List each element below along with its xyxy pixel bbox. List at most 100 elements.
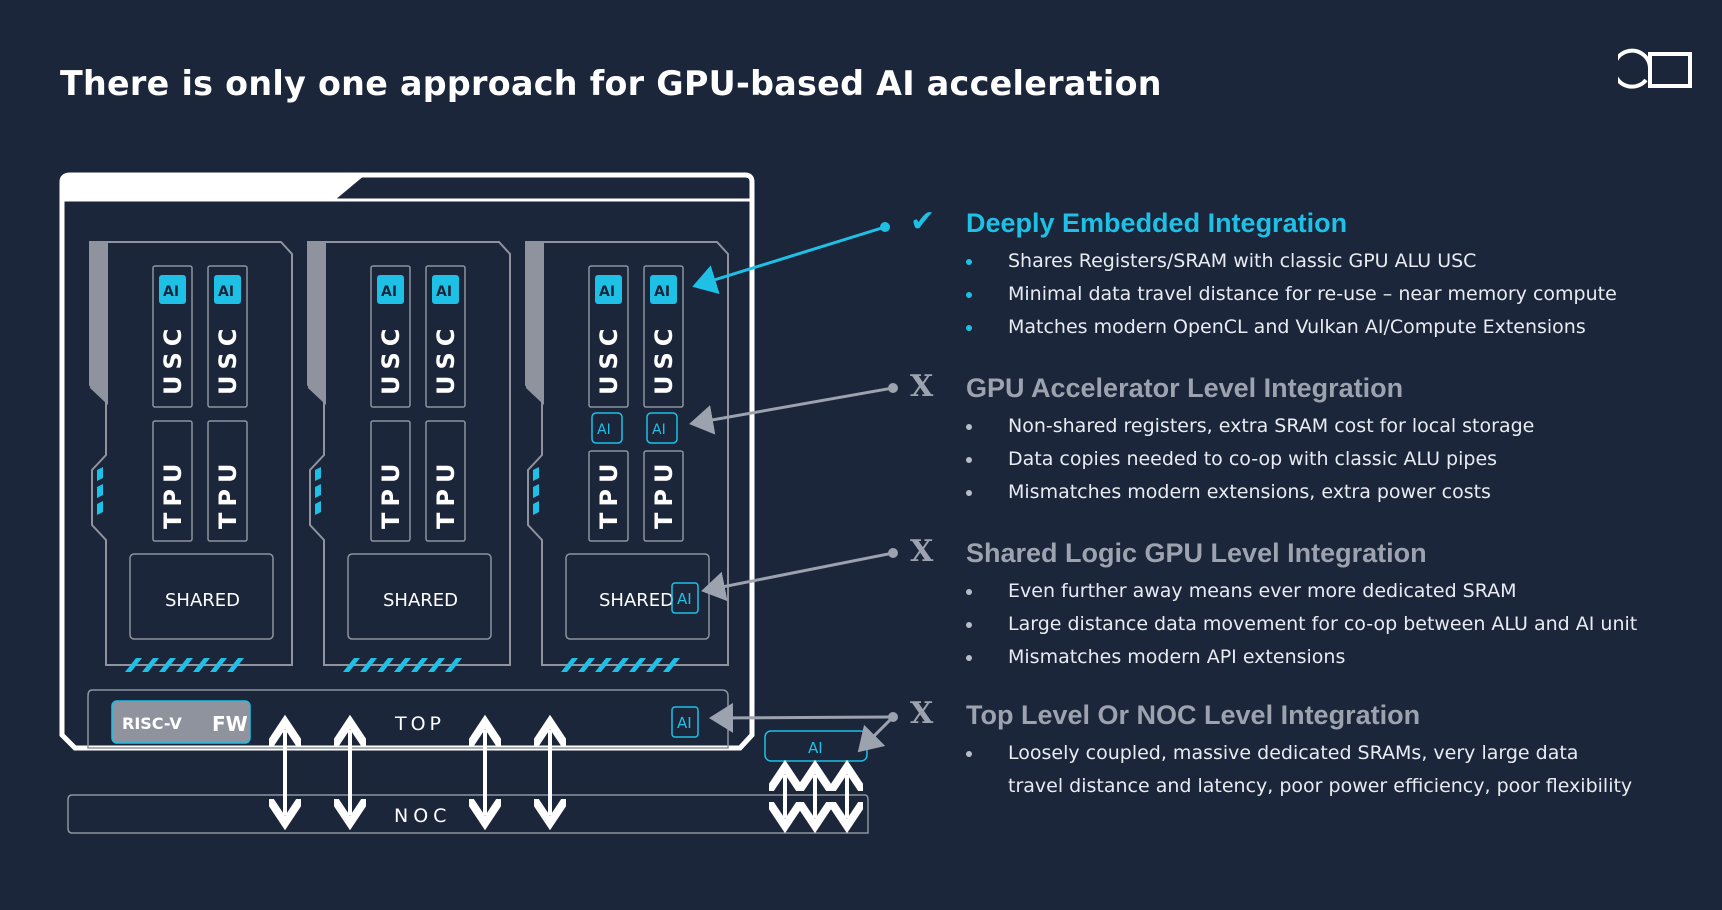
- cyan-stripe: [646, 658, 663, 672]
- cyan-stripe: [377, 658, 394, 672]
- usc-block: [152, 265, 193, 408]
- bullet-item: Shares Registers/SRAM with classic GPU A…: [966, 245, 1617, 278]
- noc-label: NOC: [394, 805, 451, 827]
- approach-bullets: Even further away means ever more dedica…: [966, 575, 1637, 674]
- top-block: [87, 689, 729, 749]
- cyan-stripe: [445, 658, 462, 672]
- cyan-stripe: [629, 658, 646, 672]
- tpu-label: TPU: [214, 458, 242, 529]
- tpu-label: TPU: [650, 458, 678, 529]
- pointer-dot: [888, 712, 898, 722]
- cyan-stripe: [663, 658, 680, 672]
- tpu-label: TPU: [595, 458, 623, 529]
- usc-ai-label: AI: [599, 284, 615, 300]
- pointer-dot: [888, 383, 898, 393]
- usc-ai-label: AI: [218, 284, 234, 300]
- cyan-stripe: [360, 658, 377, 672]
- shared-block: [129, 553, 274, 640]
- cyan-stripe: [159, 658, 176, 672]
- tpu-label: TPU: [159, 458, 187, 529]
- noc-ai-label: AI: [808, 739, 823, 757]
- fw-label: FW: [212, 712, 248, 736]
- cyan-stripe: [428, 658, 445, 672]
- frame-tab: [62, 175, 365, 200]
- cyan-dash: [533, 467, 539, 481]
- usc-block: [643, 265, 684, 408]
- bullet-item: Loosely coupled, massive dedicated SRAMs…: [966, 737, 1632, 770]
- usc-ai-badge: [377, 275, 404, 304]
- cyan-stripe: [210, 658, 227, 672]
- pointer-lines: [689, 222, 898, 753]
- usc-ai-badge: [595, 275, 622, 304]
- pointer-top-level: [709, 702, 894, 733]
- cyan-stripe: [125, 658, 142, 672]
- pointer-dot: [880, 222, 890, 232]
- tpu-ai-box: [591, 412, 623, 444]
- pointer-accelerator: [689, 386, 894, 435]
- usc-ai-badge: [159, 275, 186, 304]
- shared-ai-label: AI: [677, 590, 692, 608]
- cyan-stripe: [578, 658, 595, 672]
- cyan-stripe: [411, 658, 428, 672]
- usc-block: [588, 265, 629, 408]
- usc-ai-label: AI: [436, 284, 452, 300]
- cyan-stripe: [561, 658, 578, 672]
- approach-bullets: Shares Registers/SRAM with classic GPU A…: [966, 245, 1617, 344]
- top-label: TOP: [394, 713, 445, 735]
- tpu-block: [425, 420, 466, 542]
- cross-icon: X: [910, 696, 934, 731]
- bullet-item: Minimal data travel distance for re-use …: [966, 278, 1617, 311]
- cross-icon: X: [910, 369, 934, 404]
- usc-label: USC: [377, 323, 405, 395]
- cyan-dash: [533, 501, 539, 515]
- cyan-dash: [97, 484, 103, 498]
- cluster-side-bar: [90, 242, 108, 405]
- pointer-shared-logic: [701, 551, 894, 602]
- slide-title: There is only one approach for GPU-based…: [60, 64, 1162, 104]
- approach-bullets: Non-shared registers, extra SRAM cost fo…: [966, 410, 1534, 509]
- tpu-block: [152, 420, 193, 542]
- usc-label: USC: [595, 323, 623, 395]
- tpu-block: [207, 420, 248, 542]
- approach-bullets: Loosely coupled, massive dedicated SRAMs…: [966, 737, 1632, 803]
- risc-v-label: RISC-V: [122, 714, 182, 733]
- usc-ai-badge: [650, 275, 677, 304]
- risc-v-fw-block: [111, 700, 251, 744]
- bullet-item: Large distance data movement for co-op b…: [966, 608, 1637, 641]
- tpu-ai-label: AI: [597, 422, 611, 438]
- cyan-dash: [97, 467, 103, 481]
- tpu-ai-label: AI: [652, 422, 666, 438]
- tpu-label: TPU: [432, 458, 460, 529]
- cyan-dash: [315, 484, 321, 498]
- bullet-item: Mismatches modern extensions, extra powe…: [966, 476, 1534, 509]
- usc-ai-label: AI: [654, 284, 670, 300]
- usc-block: [370, 265, 411, 408]
- cyan-dash: [533, 484, 539, 498]
- approach-title: GPU Accelerator Level Integration: [966, 373, 1404, 403]
- circle-square-logo-icon: [1618, 48, 1692, 89]
- pointer-dot: [888, 548, 898, 558]
- usc-ai-label: AI: [163, 284, 179, 300]
- cyan-stripe: [193, 658, 210, 672]
- cyan-dash: [315, 467, 321, 481]
- bullet-item: Even further away means ever more dedica…: [966, 575, 1637, 608]
- tpu-ai-box: [646, 412, 678, 444]
- usc-label: USC: [159, 323, 187, 395]
- bullet-item: travel distance and latency, poor power …: [1008, 775, 1633, 797]
- cyan-stripe: [612, 658, 629, 672]
- bullet-item: Data copies needed to co-op with classic…: [966, 443, 1534, 476]
- bullet-item: Non-shared registers, extra SRAM cost fo…: [966, 410, 1534, 443]
- cyan-stripe: [595, 658, 612, 672]
- shared-label: SHARED: [599, 590, 674, 611]
- usc-ai-label: AI: [381, 284, 397, 300]
- pointer-deeply-embedded: [692, 225, 886, 294]
- cyan-stripe: [394, 658, 411, 672]
- gpu-architecture-diagram: AIUSCTPUAIUSCTPUSHAREDAIUSCTPUAIUSCTPUSH…: [59, 172, 898, 834]
- usc-ai-badge: [214, 275, 241, 304]
